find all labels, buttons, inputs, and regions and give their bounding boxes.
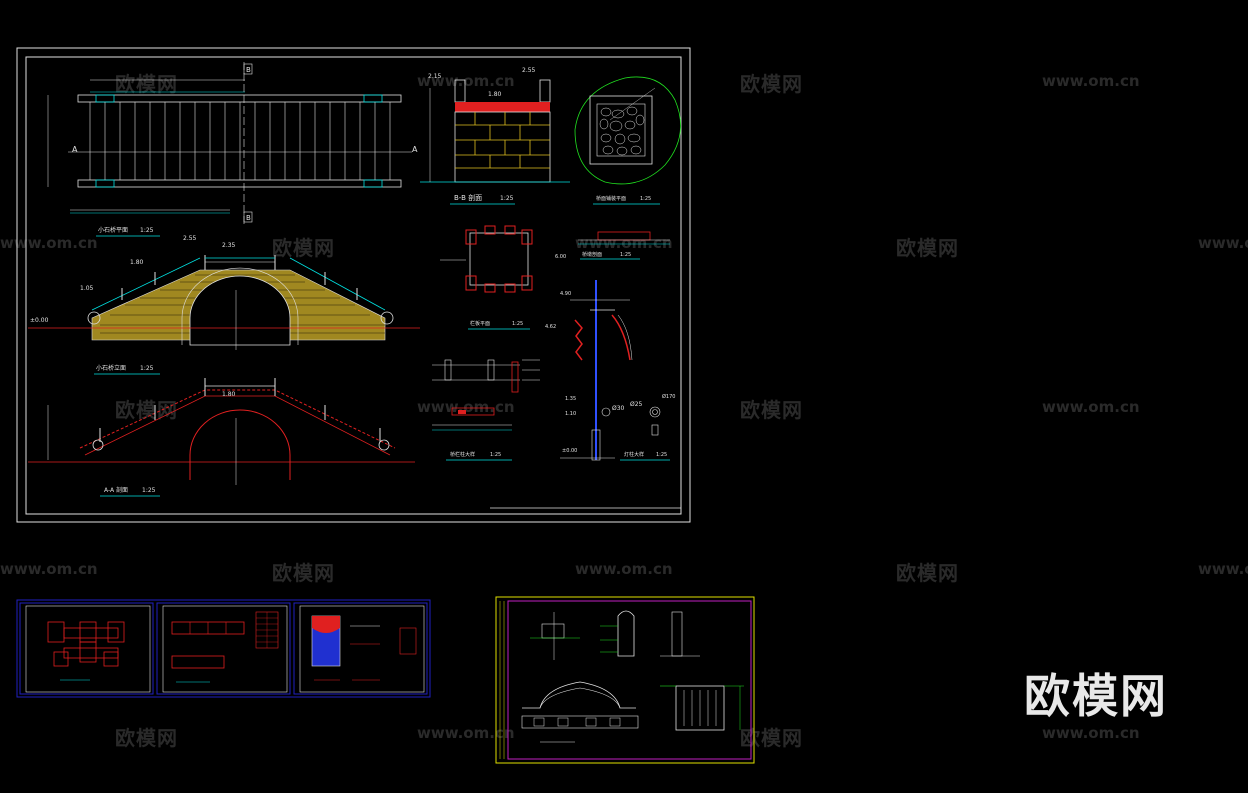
sheet-outer-frame <box>16 47 691 523</box>
lamp-post-scale: 1:25 <box>656 452 667 458</box>
watermark-url: www.om.cn <box>575 560 673 578</box>
watermark-text: 欧模网 <box>115 398 178 422</box>
thumbnail-sheet-4 <box>495 596 755 764</box>
plan-title: 小石桥平面 <box>98 226 128 234</box>
elev-000: ±0.00 <box>30 317 49 324</box>
watermark-url: www.om.cn <box>1042 72 1140 90</box>
watermark-url: www.om.cn <box>0 560 98 578</box>
section-aa-view <box>28 378 415 485</box>
lamp-110: 1.10 <box>565 411 576 417</box>
paving-plan-title: 桥面铺装平面 <box>596 195 626 202</box>
pier-section-title: 桥墩剖面 <box>582 251 602 258</box>
sheet-inner-frame <box>25 56 682 515</box>
watermark-url: www.om.cn <box>1198 560 1248 578</box>
rail-post-detail-scale: 1:25 <box>490 452 501 458</box>
lamp-000: ±0.00 <box>562 448 577 454</box>
rail-plan-view <box>440 225 533 293</box>
pier-section-scale: 1:25 <box>620 252 631 258</box>
rail-plan-title: 栏板平面 <box>470 320 490 327</box>
elevation-scale: 1:25 <box>140 365 154 372</box>
elev-180: 1.80 <box>130 259 144 266</box>
elev-255: 2.55 <box>183 235 197 242</box>
paving-plan-view <box>574 76 681 185</box>
bridge-elevation-view <box>28 255 420 350</box>
elevation-title: 小石桥立面 <box>96 364 126 372</box>
plan-scale: 1:25 <box>140 227 154 234</box>
lamp-462: 4.62 <box>545 324 556 330</box>
label-A-left: A <box>72 145 78 154</box>
watermark-url: www.om.cn <box>1198 234 1248 252</box>
lamp-135: 1.35 <box>565 396 576 402</box>
section-aa-dim: 1.80 <box>222 391 236 398</box>
label-B-top: B <box>246 66 251 74</box>
watermark-url: www.om.cn <box>0 234 98 252</box>
watermark-logo: 欧模网 <box>1024 669 1168 723</box>
section-aa-title: A-A 剖面 <box>104 486 128 494</box>
watermark-text: 欧模网 <box>272 236 335 260</box>
lamp-post-title: 灯柱大样 <box>624 451 644 458</box>
lamp-phi25: Ø25 <box>630 401 643 408</box>
thumbnail-sheet-2 <box>156 602 291 695</box>
watermark-text: 欧模网 <box>896 236 959 260</box>
watermark-text: 欧模网 <box>740 726 803 750</box>
lamp-phi30: Ø30 <box>612 405 625 412</box>
thumbnail-sheet-3 <box>293 602 428 695</box>
lamp-post-detail-view <box>560 280 661 461</box>
lamp-490: 4.90 <box>560 291 571 297</box>
watermark-url: www.om.cn <box>1042 724 1140 742</box>
watermark-url: www.om.cn <box>575 234 673 252</box>
label-B-bottom: B <box>246 214 251 222</box>
bridge-plan-view <box>47 62 412 225</box>
section-aa-scale: 1:25 <box>142 487 156 494</box>
watermark-url: www.om.cn <box>417 72 515 90</box>
elev-105: 1.05 <box>80 285 94 292</box>
thumb-group-frame <box>16 599 431 698</box>
pier-section-view <box>578 231 670 245</box>
watermark-text: 欧模网 <box>272 561 335 585</box>
watermark-text: 欧模网 <box>115 726 178 750</box>
lamp-phi170: Ø170 <box>662 393 675 400</box>
section-bb-scale: 1:25 <box>500 195 514 202</box>
elev-235: 2.35 <box>222 242 236 249</box>
section-bb-view <box>420 79 570 183</box>
bb-dim-215: 2.15 <box>428 73 442 80</box>
watermark-url: www.om.cn <box>417 724 515 742</box>
bb-dim-255: 2.55 <box>522 67 536 74</box>
rail-plan-scale: 1:25 <box>512 321 523 327</box>
watermark-text: 欧模网 <box>740 72 803 96</box>
bb-dim-180: 1.80 <box>488 91 502 98</box>
section-bb-title: B-B 剖面 <box>454 193 482 202</box>
watermark-text: 欧模网 <box>896 561 959 585</box>
lamp-600: 6.00 <box>555 254 566 260</box>
rail-post-detail-view <box>432 359 540 431</box>
watermark-url: www.om.cn <box>417 398 515 416</box>
watermark-text: 欧模网 <box>740 398 803 422</box>
rail-post-detail-title: 桥栏柱大样 <box>450 451 475 458</box>
label-A-right: A <box>412 145 418 154</box>
watermark-url: www.om.cn <box>1042 398 1140 416</box>
thumbnail-sheet-1 <box>19 602 154 695</box>
paving-plan-scale: 1:25 <box>640 196 651 202</box>
